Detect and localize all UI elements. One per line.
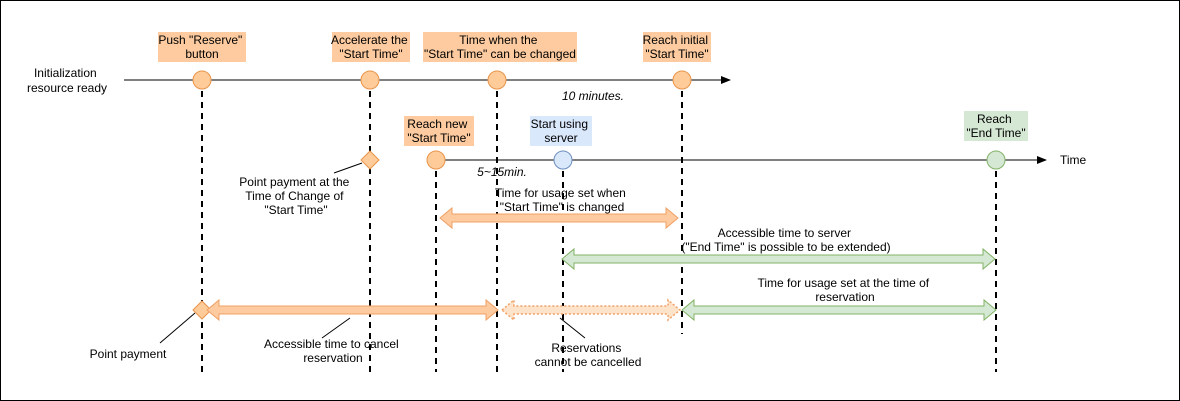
label-init: Initialization resource ready <box>27 66 107 95</box>
label-box-push-reserve <box>158 32 246 62</box>
label-box-reach-end <box>964 111 1028 141</box>
label-cannot-cancel: Reservations cannot be cancelled <box>535 341 642 369</box>
node-push-reserve <box>192 70 212 90</box>
arrow-cancel-time <box>206 298 499 322</box>
label-start-using: Start using server <box>531 117 592 145</box>
label-point-payment: Point payment <box>90 347 167 361</box>
label-reach-new: Reach new "Start Time" <box>407 117 470 145</box>
diamond-payment-change <box>360 150 380 170</box>
label-accelerate: Accelerate the "Start Time" <box>331 33 411 61</box>
node-reach-end <box>986 150 1006 170</box>
label-time-changed: Time when the "Start Time" can be change… <box>424 33 576 61</box>
label-box-time-changed <box>423 32 577 62</box>
label-time-axis: Time <box>1060 153 1087 167</box>
arrow-usage-reservation <box>681 298 997 322</box>
label-ten-minutes: 10 minutes. <box>562 89 624 103</box>
label-box-accelerate <box>332 32 410 62</box>
label-box-reach-initial <box>643 32 711 62</box>
leader-payment-change <box>333 162 363 174</box>
node-time-changed <box>487 70 507 90</box>
label-payment-change: Point payment at the Time of Change of "… <box>239 175 352 217</box>
node-accelerate <box>360 70 380 90</box>
leader-point-payment <box>159 312 196 344</box>
label-cancel-time: Accessible time to cancel reservation <box>264 337 402 365</box>
label-reach-end: Reach "End Time" <box>966 112 1025 140</box>
label-usage-reservation: Time for usage set at the time of reserv… <box>758 276 933 304</box>
label-accessible-server: Accessible time to server ("End Time" is… <box>681 226 890 254</box>
label-usage-changed: Time for usage set when "Start Time" is … <box>495 186 629 214</box>
node-reach-initial <box>672 70 692 90</box>
node-reach-new <box>426 150 446 170</box>
label-reach-initial: Reach initial "Start Time" <box>643 33 712 61</box>
arrow-usage-changed <box>439 206 679 230</box>
node-start-using <box>553 150 573 170</box>
label-box-start-using <box>530 116 592 146</box>
label-push-reserve: Push "Reserve" button <box>158 33 245 61</box>
leader-cancel-time <box>321 317 351 339</box>
leader-cannot-cancel <box>559 317 586 339</box>
label-five-fifteen: 5~15min. <box>477 165 527 179</box>
arrow-accessible-server <box>561 247 996 271</box>
label-box-reach-new <box>404 116 474 146</box>
diamond-point-payment <box>192 300 212 320</box>
arrow-cannot-cancel <box>500 298 682 322</box>
